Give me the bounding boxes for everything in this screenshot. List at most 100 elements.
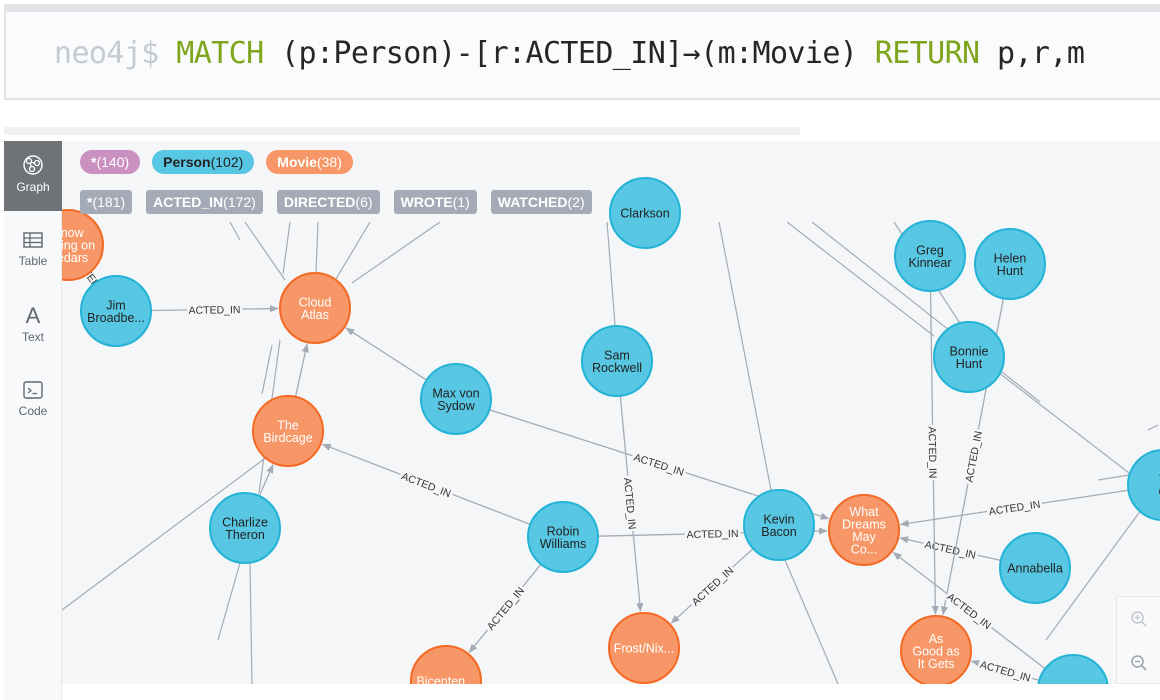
node-jim[interactable]: JimBroadbe... [80, 275, 152, 347]
node-circle[interactable] [279, 272, 351, 344]
text-icon: A [26, 303, 41, 327]
relationship-stub [1147, 424, 1159, 431]
relationship-max-cloud[interactable] [345, 327, 427, 381]
legend-rel-acted-in-count: (172) [223, 194, 256, 210]
sidebar-item-text[interactable]: A Text [4, 293, 62, 363]
zoom-out-button[interactable] [1117, 641, 1160, 684]
node-circle[interactable] [209, 492, 281, 564]
relationship-cright-whatdreams[interactable]: ACTED_IN [899, 489, 1129, 527]
node-caption: Bacon [761, 525, 796, 539]
node-label-legend: *(140) Person(102) Movie(38) [80, 150, 365, 174]
node-circle[interactable] [1037, 654, 1109, 684]
relationship-cuba-asgood[interactable]: ACTED_IN [970, 656, 1040, 684]
node-circle[interactable] [80, 275, 152, 347]
relationship-label-bg [977, 656, 1035, 684]
sidebar-item-table[interactable]: Table [4, 219, 62, 289]
relationship-label-text: ACTED_IN [188, 304, 240, 317]
relationship-stub [784, 559, 839, 684]
node-bicenten[interactable]: Bicenten... [410, 645, 482, 684]
relationship-label: ACTED_IN [630, 449, 688, 479]
legend-rel-wrote-name: WROTE [400, 194, 453, 210]
relationship-line[interactable] [294, 343, 309, 397]
legend-rel-wrote[interactable]: WROTE(1) [393, 190, 477, 214]
relationship-robin-whatdreams[interactable]: ACTED_IN [597, 525, 828, 541]
relationship-label-bg [482, 582, 528, 634]
node-circle[interactable] [933, 321, 1005, 393]
node-annabella[interactable]: Annabella [999, 532, 1071, 604]
node-cuba[interactable]: Cuba [1037, 654, 1109, 684]
node-caption: Bonnie [950, 344, 989, 358]
relationship-stub [351, 221, 441, 284]
node-circle[interactable] [608, 612, 680, 684]
query-editor[interactable]: neo4j$ MATCH (p:Person)-[r:ACTED_IN]→(m:… [4, 4, 1160, 100]
legend-rel-watched[interactable]: WATCHED(2) [490, 190, 592, 214]
node-circle[interactable] [410, 645, 482, 684]
relationship-label: ACTED_IN [961, 427, 985, 485]
relationship-label-bg [926, 424, 941, 481]
legend-rel-acted-in[interactable]: ACTED_IN(172) [146, 190, 263, 214]
query-text[interactable]: neo4j$ MATCH (p:Person)-[r:ACTED_IN]→(m:… [54, 36, 1085, 71]
node-circle[interactable] [581, 325, 653, 397]
relationship-robin-bicenten[interactable]: ACTED_IN [468, 563, 542, 653]
relationship-jim-cloud[interactable]: ACTED_IN [150, 302, 279, 317]
node-caption: Jim [106, 298, 125, 312]
node-circle[interactable] [974, 228, 1046, 300]
node-cright[interactable]: TC [1127, 449, 1160, 521]
relationship-label-text: ACTED_IN [686, 528, 738, 541]
relationship-stub [244, 221, 286, 281]
node-clarkson[interactable]: Clarkson [609, 177, 681, 249]
sidebar-item-code[interactable]: Code [4, 369, 62, 439]
relationship-charlize-birdcage[interactable] [258, 464, 274, 497]
relationship-stub [229, 221, 241, 241]
sidebar-item-graph[interactable]: Graph [4, 141, 62, 211]
node-circle[interactable] [62, 209, 104, 281]
node-circle[interactable] [1127, 449, 1160, 521]
legend-node-movie[interactable]: Movie(38) [266, 150, 353, 174]
relationship-annabella-whatdreams[interactable]: ACTED_IN [899, 536, 1001, 562]
legend-node-all[interactable]: *(140) [80, 150, 141, 174]
query-prompt: neo4j$ [54, 36, 159, 71]
zoom-in-button[interactable] [1117, 597, 1160, 641]
relationship-label: ACTED_IN [985, 496, 1043, 518]
relationship-sam-frost[interactable]: ACTED_IN [619, 395, 644, 613]
relationship-birdcage-cloud[interactable] [294, 343, 309, 397]
legend-rel-all[interactable]: *(181) [80, 190, 133, 214]
node-circle[interactable] [252, 395, 324, 467]
legend-rel-directed[interactable]: DIRECTED(6) [276, 190, 380, 214]
node-whatdreams[interactable]: WhatDreamsMayCo... [828, 494, 900, 566]
node-snow[interactable]: SnowFalling onCedars [62, 209, 104, 281]
relationship-kevin-frost[interactable]: ACTED_IN [670, 548, 754, 624]
node-frost[interactable]: Frost/Nix... [608, 612, 680, 684]
node-circle[interactable] [900, 615, 972, 684]
relationship-stub [335, 221, 371, 280]
node-circle[interactable] [999, 532, 1071, 604]
node-circle[interactable] [527, 501, 599, 573]
legend-node-movie-name: Movie [277, 154, 317, 170]
zoom-controls [1116, 596, 1160, 684]
relationship-robin-birdcage[interactable]: ACTED_IN [321, 443, 531, 526]
node-circle[interactable] [609, 177, 681, 249]
node-circle[interactable] [743, 489, 815, 561]
relationship-greg-asgood[interactable]: ACTED_IN [926, 290, 941, 615]
relationship-line[interactable] [258, 464, 274, 497]
legend-node-person[interactable]: Person(102) [152, 150, 255, 174]
node-circle[interactable] [420, 363, 492, 435]
relationship-label-text: ACTED_IN [621, 477, 638, 530]
node-circle[interactable] [828, 494, 900, 566]
relationship-line[interactable] [345, 327, 427, 381]
graph-svg[interactable]: ACTED_INACTED_INACTED_INACTED_INACTED_IN… [62, 141, 1160, 684]
node-circle[interactable] [894, 220, 966, 292]
